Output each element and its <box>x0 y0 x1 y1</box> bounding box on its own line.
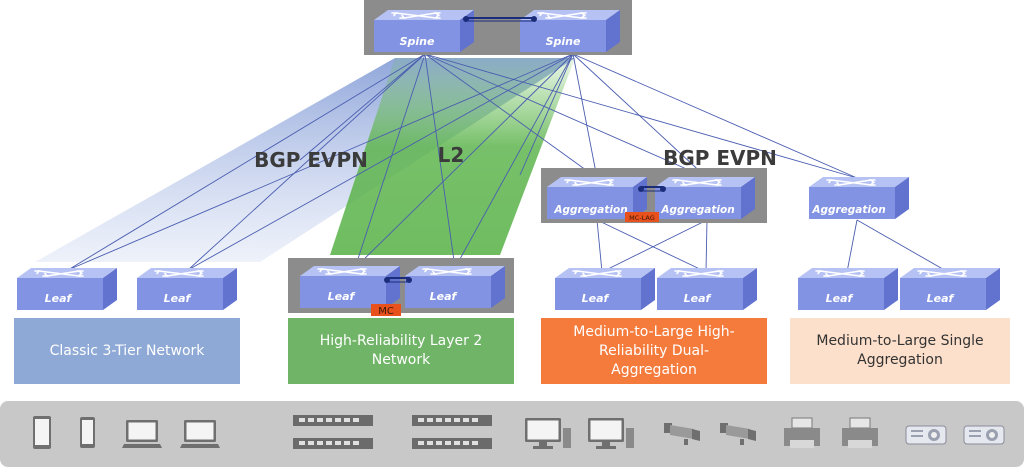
laptop-icon <box>180 420 220 448</box>
projector-icon <box>905 425 947 445</box>
leaf-label: Leaf <box>684 292 712 305</box>
leaf-interlink <box>384 277 412 283</box>
bgp-evpn-label-left: BGP EVPN <box>254 148 368 172</box>
phone-icon <box>80 417 95 448</box>
cctv-camera-icon <box>664 423 700 445</box>
category-label: Medium-to-Large High-Reliability Dual-Ag… <box>573 323 735 378</box>
aggregation-label: Aggregation <box>811 204 885 216</box>
projector-icon <box>963 425 1005 445</box>
category-classic-3-tier: Classic 3-Tier Network <box>14 318 240 384</box>
bgp-evpn-label-right: BGP EVPN <box>663 146 777 170</box>
spine-switch-1[interactable]: Spine <box>374 10 474 52</box>
desktop-monitor-icon <box>525 418 571 449</box>
leaf-switch-7[interactable]: Leaf <box>797 268 899 310</box>
l2-label: L2 <box>438 143 465 167</box>
spine-interlink <box>463 16 537 22</box>
link-lines <box>67 53 949 273</box>
leaf-label: Leaf <box>582 292 610 305</box>
mc-badge: MC <box>371 304 401 317</box>
mc-lag-badge: MC-LAG <box>625 212 659 222</box>
spine-label: Spine <box>400 35 435 48</box>
aggregation-interlink <box>638 186 666 192</box>
leaf-switch-8[interactable]: Leaf <box>899 268 1001 310</box>
leaf-label: Leaf <box>45 292 73 305</box>
spine-switch-2[interactable]: Spine <box>520 10 620 52</box>
leaf-switch-1[interactable]: Leaf <box>16 268 118 310</box>
cctv-camera-icon <box>720 423 756 445</box>
leaf-switch-2[interactable]: Leaf <box>136 268 238 310</box>
laptop-icon <box>122 420 162 448</box>
aggregation-label: Aggregation <box>553 204 627 216</box>
aggregation-switch-single[interactable]: Aggregation <box>808 177 910 219</box>
endpoint-bar <box>0 401 1024 467</box>
mc-lag-label: MC-LAG <box>629 214 655 222</box>
tablet-icon <box>33 416 51 449</box>
aggregation-switch-1[interactable]: Aggregation <box>547 177 647 219</box>
network-switch-icon <box>293 415 373 449</box>
leaf-label: Leaf <box>826 292 854 305</box>
category-label: Classic 3-Tier Network <box>49 342 205 359</box>
spine-label: Spine <box>546 35 581 48</box>
leaf-switch-3[interactable]: Leaf <box>299 266 401 308</box>
desktop-monitor-icon <box>588 418 634 449</box>
aggregation-label: Aggregation <box>660 204 734 216</box>
leaf-switch-6[interactable]: Leaf <box>656 268 758 310</box>
category-dual-aggregation: Medium-to-Large High-Reliability Dual-Ag… <box>541 318 767 384</box>
aggregation-switch-2[interactable]: Aggregation <box>655 177 755 219</box>
leaf-label: Leaf <box>430 290 458 303</box>
category-label: High-Reliability Layer 2 Network <box>319 333 483 368</box>
mc-label: MC <box>378 306 394 317</box>
green-l2-overlay <box>330 58 575 255</box>
leaf-label: Leaf <box>328 290 356 303</box>
leaf-label: Leaf <box>927 292 955 305</box>
leaf-switch-5[interactable]: Leaf <box>554 268 656 310</box>
leaf-switch-4[interactable]: Leaf <box>404 266 506 308</box>
category-single-aggregation: Medium-to-Large Single Aggregation <box>790 318 1010 384</box>
printer-icon <box>784 417 820 448</box>
network-switch-icon <box>412 415 492 449</box>
category-high-reliability-l2: High-Reliability Layer 2 Network <box>288 318 514 384</box>
printer-icon <box>842 417 878 448</box>
leaf-label: Leaf <box>164 292 192 305</box>
category-label: Medium-to-Large Single Aggregation <box>816 333 984 368</box>
